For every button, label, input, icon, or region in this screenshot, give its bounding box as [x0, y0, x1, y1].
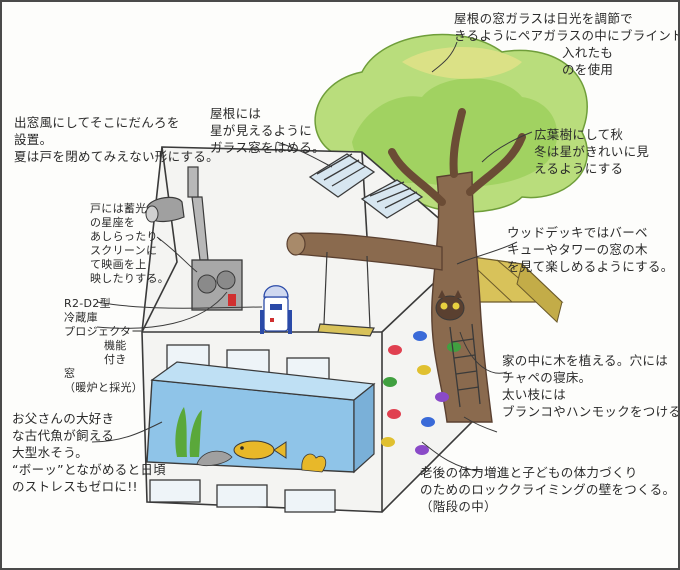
note-aquarium: お父さんの大好き な古代魚が飼える 大型水そう。 “ボーッ”とながめると日頃 の…	[12, 411, 166, 494]
robot-icon	[260, 285, 292, 334]
note-climbing-wall: 老後の体力増進と子どもの体力づくり のためのロッククライミングの壁をつくる。 （…	[420, 465, 676, 514]
note-tree-in-house: 家の中に木を植える。穴には チャペの寝床。 太い枝には ブランコやハンモックをつ…	[502, 353, 680, 419]
aquarium	[146, 361, 376, 474]
roof-glass-windows	[308, 153, 424, 219]
cat-icon	[435, 290, 465, 321]
wall-windows	[149, 344, 336, 513]
swing-icon	[317, 251, 375, 337]
leader-lines	[91, 41, 533, 473]
note-door-starmap: 戸には蓄光 の星座を あしらったり、 スクリーンに て映画を上 映したりする。	[90, 202, 170, 285]
note-deciduous-tree: 広葉樹にして秋 冬は星がきれいに見 えるようにする	[534, 127, 650, 176]
climbing-wall	[381, 331, 461, 455]
stove-icon	[191, 259, 243, 311]
chimney-icon	[145, 166, 209, 261]
ladder-icon	[449, 323, 481, 408]
thick-branch	[286, 232, 443, 271]
note-bay-window: 出窓風にしてそこにだんろを 設置。 夏は戸を閉めてみえない形にする。	[14, 115, 219, 164]
note-equipment: R2-D2型 冷蔵庫 プロジェクター 機能 付き 窓 （暖炉と採光）	[64, 297, 144, 394]
note-roof-glass: 屋根の窓ガラスは日光を調節で きるようにペアガラスの中にブラインドを 入れたも …	[454, 11, 680, 77]
fish-icon	[233, 440, 287, 460]
note-wood-deck: ウッドデッキではバーベ キューやタワーの窓の木 を見て楽しめるようにする。	[507, 225, 674, 274]
note-roof-stars: 屋根には 星が見えるように ガラス窓をはめる。	[210, 106, 325, 155]
